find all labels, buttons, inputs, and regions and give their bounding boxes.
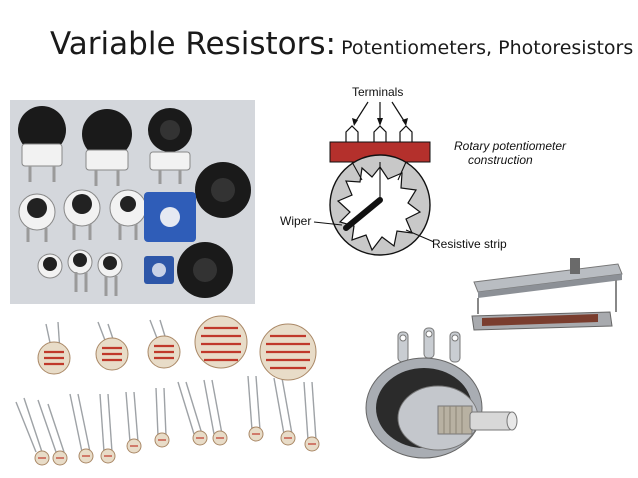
slide-potentiometer-photo: [468, 256, 628, 346]
terminals-label: Terminals: [352, 85, 403, 99]
slide-title-main: Variable Resistors:: [50, 26, 336, 62]
diagram-caption-line2: construction: [468, 153, 533, 167]
wiper-label: Wiper: [280, 214, 311, 228]
terminal-tabs: [345, 125, 413, 142]
slide-title: Variable Resistors: Potentiometers, Phot…: [50, 26, 633, 62]
rotary-potentiometer-diagram: Terminals Wi: [270, 80, 610, 265]
resistive-strip-label: Resistive strip: [432, 237, 507, 251]
slide-title-sub: Potentiometers, Photoresistors: [341, 37, 634, 59]
rotary-potentiometer-photo: [358, 322, 528, 472]
resistive-strip-shape: [336, 165, 422, 252]
wiper-arm: [343, 197, 383, 231]
trimmer-potentiometers-photo: [10, 100, 255, 304]
photoresistors-photo: [8, 312, 338, 472]
diagram-caption-line1: Rotary potentiometer: [454, 139, 567, 153]
